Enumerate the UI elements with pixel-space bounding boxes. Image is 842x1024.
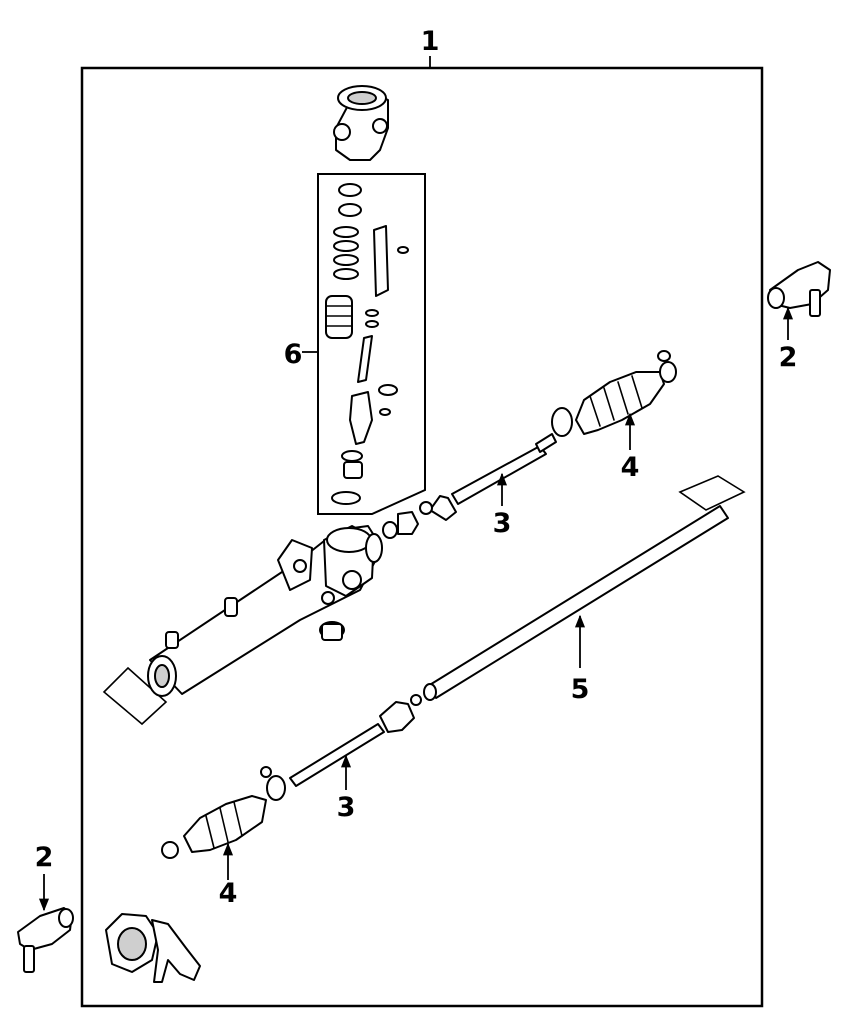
boot-lower	[161, 766, 286, 859]
outer-tie-rod-end-left	[17, 907, 74, 973]
assembly-frame	[80, 66, 764, 1008]
pinion-housing	[333, 85, 389, 161]
inner-tie-rod-upper	[419, 433, 557, 521]
inner-tie-rod-lower	[289, 694, 422, 787]
callout-6: 6	[284, 339, 303, 370]
rack-bar	[423, 475, 746, 701]
seal-ring	[382, 511, 419, 539]
callout-1: 1	[421, 26, 440, 57]
callout-4-upper: 4	[621, 452, 640, 483]
callout-2-left: 2	[35, 842, 54, 873]
callout-3-lower: 3	[337, 792, 356, 823]
mount-bushing	[105, 913, 201, 983]
boot-upper	[551, 350, 677, 437]
callout-3-upper: 3	[493, 508, 512, 539]
outer-tie-rod-end-right	[767, 261, 831, 317]
valve-kit-box	[317, 173, 426, 515]
callout-5: 5	[571, 674, 590, 705]
callout-4-lower: 4	[219, 878, 238, 909]
callout-2-right: 2	[779, 342, 798, 373]
rack-housing	[102, 525, 383, 726]
